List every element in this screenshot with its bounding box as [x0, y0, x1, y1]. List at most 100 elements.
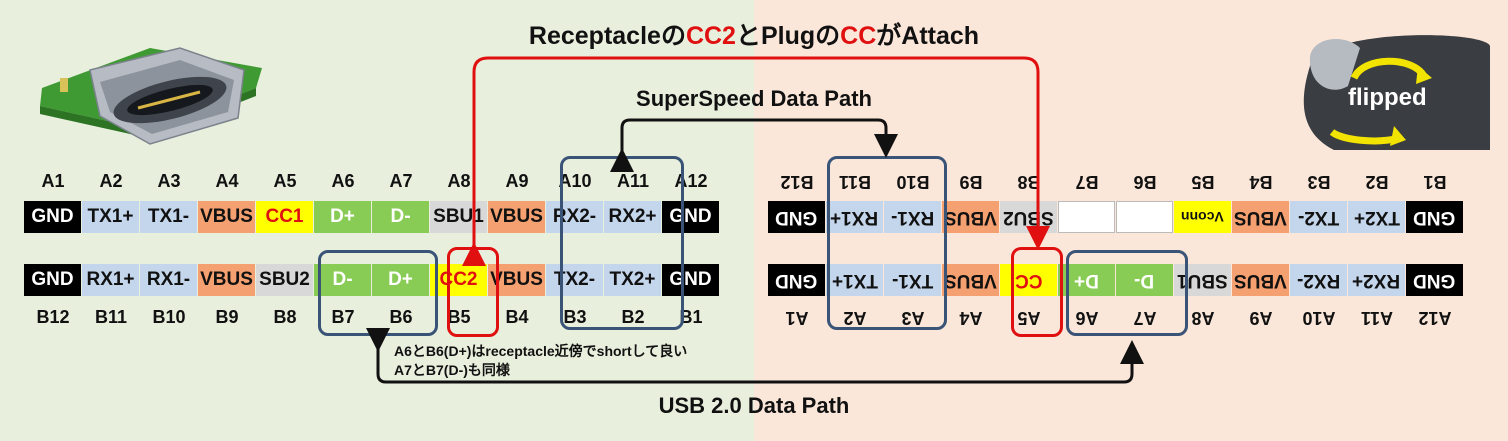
left-bot-pins-label-11: GND: [669, 269, 712, 290]
title-plug: Plug: [760, 22, 816, 50]
right-bot-pins-9: RX2-: [1290, 264, 1347, 296]
superspeed-label: SuperSpeed Data Path: [636, 86, 872, 111]
left-top-pins-0: GND: [24, 201, 81, 233]
right-top-pins-6: [1116, 201, 1173, 233]
title-no: の: [660, 22, 686, 50]
left-bot-nums-4: B8: [273, 307, 297, 327]
left-bot-pins-1: RX1+: [82, 264, 139, 296]
left-top-pins-label-7: SBU1: [433, 206, 484, 227]
left-top-nums-5: A6: [331, 171, 355, 191]
right-bot-pins-6: D-: [1116, 264, 1173, 296]
left-bot-pins-11: GND: [662, 264, 719, 296]
left-top-pins-3: VBUS: [198, 201, 255, 233]
receptacle-connector-image: [40, 47, 262, 145]
left-bot-pins-6: D+: [372, 264, 429, 296]
right-bot-pins-1: TX1+: [826, 264, 883, 296]
left-top-pins-label-2: TX1-: [147, 206, 190, 227]
left-bot-pins-label-1: RX1+: [86, 269, 135, 290]
left-bot-pins-label-9: TX2-: [553, 269, 596, 290]
right-bot-pins-10: RX2+: [1348, 264, 1405, 296]
left-top-nums-3: A4: [215, 171, 239, 191]
left-top-pins-4: CC1: [256, 201, 313, 233]
left-bot-pins-9: TX2-: [546, 264, 603, 296]
title-cc2: CC2: [685, 22, 736, 50]
left-bot-pins-10: TX2+: [604, 264, 661, 296]
left-bot-nums-5: B7: [331, 307, 355, 327]
usb2-label: USB 2.0 Data Path: [658, 393, 850, 418]
left-bot-pins-label-6: D+: [388, 269, 413, 290]
flipped-label: flipped: [1348, 84, 1427, 111]
right-bot-pins-0: GND: [768, 264, 825, 296]
title-cc: CC: [840, 22, 877, 50]
left-bot-pins-0: GND: [24, 264, 81, 296]
left-top-pins-label-0: GND: [31, 206, 74, 227]
right-bot-pins-8: VBUS: [1232, 264, 1289, 296]
right-bot-pins-3: VBUS: [942, 264, 999, 296]
left-bot-nums-8: B4: [505, 307, 529, 327]
left-top-pins-label-9: RX2-: [552, 206, 597, 227]
left-top-nums-8: A9: [505, 171, 529, 191]
left-top-pins-2: TX1-: [140, 201, 197, 233]
right-top-pins-7: Vconn: [1174, 201, 1231, 233]
left-top-nums-9: A10: [558, 171, 592, 191]
left-bot-pins-label-0: GND: [31, 269, 74, 290]
left-bot-nums-2: B10: [152, 307, 186, 327]
left-top-pins-label-1: TX1+: [87, 206, 134, 227]
left-bot-pins-label-8: VBUS: [490, 269, 543, 290]
left-top-pins-label-6: D-: [390, 206, 411, 227]
left-bot-nums-11: B1: [679, 307, 703, 327]
left-bot-nums-10: B2: [621, 307, 645, 327]
left-top-pins-label-3: VBUS: [200, 206, 253, 227]
left-bot-pins-4: SBU2: [256, 264, 313, 296]
right-top-pins-10: TX2+: [1348, 201, 1405, 233]
left-bot-pins-label-4: SBU2: [259, 269, 310, 290]
right-bot-pins-7: SBU1: [1174, 264, 1231, 296]
left-top-pins-label-5: D+: [330, 206, 355, 227]
left-bot-nums-7: B5: [447, 307, 471, 327]
superspeed-arrow: [610, 118, 898, 172]
right-top-pins-9: TX2-: [1290, 201, 1347, 233]
left-bot-pins-label-2: RX1-: [146, 269, 191, 290]
left-top-pins-6: D-: [372, 201, 429, 233]
left-top-pins-1: TX1+: [82, 201, 139, 233]
left-top-pins-label-10: RX2+: [608, 206, 657, 227]
left-top-nums-6: A7: [389, 171, 413, 191]
left-top-pins-5: D+: [314, 201, 371, 233]
left-top-nums-2: A3: [157, 171, 181, 191]
title-receptacle: Receptacle: [528, 22, 661, 50]
left-bot-pins-label-3: VBUS: [200, 269, 253, 290]
note-line-1: A6とB6(D+)はreceptacle近傍でshortして良い: [394, 343, 688, 359]
right-bot-pins-4: CC: [1000, 264, 1057, 296]
title-to: と: [735, 22, 761, 50]
left-top-nums-4: A5: [273, 171, 297, 191]
usb2-arrow: [366, 328, 1144, 384]
left-bot-pins-2: RX1-: [140, 264, 197, 296]
plug-flipped-image: [1303, 35, 1490, 150]
right-bot-pins-2: TX1-: [884, 264, 941, 296]
right-top-pins-11: GND: [1406, 201, 1463, 233]
cc-attach-arrow: [462, 56, 1050, 266]
left-bot-pins-5: D-: [314, 264, 371, 296]
left-top-nums-7: A8: [447, 171, 471, 191]
left-top-pins-label-4: CC1: [265, 206, 304, 227]
title-attach: がAttach: [876, 22, 980, 50]
right-top-pins-5: [1058, 201, 1115, 233]
title-no-2: の: [815, 22, 841, 50]
left-top-nums-10: A11: [616, 171, 650, 191]
right-top-pins-8: VBUS: [1232, 201, 1289, 233]
title: ReceptacleのCC2とPlugのCCがAttach: [0, 16, 1508, 52]
right-bot-pins-11: GND: [1406, 264, 1463, 296]
left-bot-nums-0: B12: [36, 307, 70, 327]
note-line-2: A7とB7(D-)も同様: [394, 362, 510, 378]
left-top-pins-label-11: GND: [669, 206, 712, 227]
left-bot-nums-6: B6: [389, 307, 413, 327]
left-bot-pins-3: VBUS: [198, 264, 255, 296]
left-top-nums-1: A2: [99, 171, 123, 191]
left-bot-pins-label-10: TX2+: [609, 269, 656, 290]
left-bot-nums-1: B11: [94, 307, 128, 327]
left-top-pins-label-8: VBUS: [490, 206, 543, 227]
left-bot-nums-3: B9: [215, 307, 239, 327]
left-bot-pins-label-5: D-: [332, 269, 353, 290]
